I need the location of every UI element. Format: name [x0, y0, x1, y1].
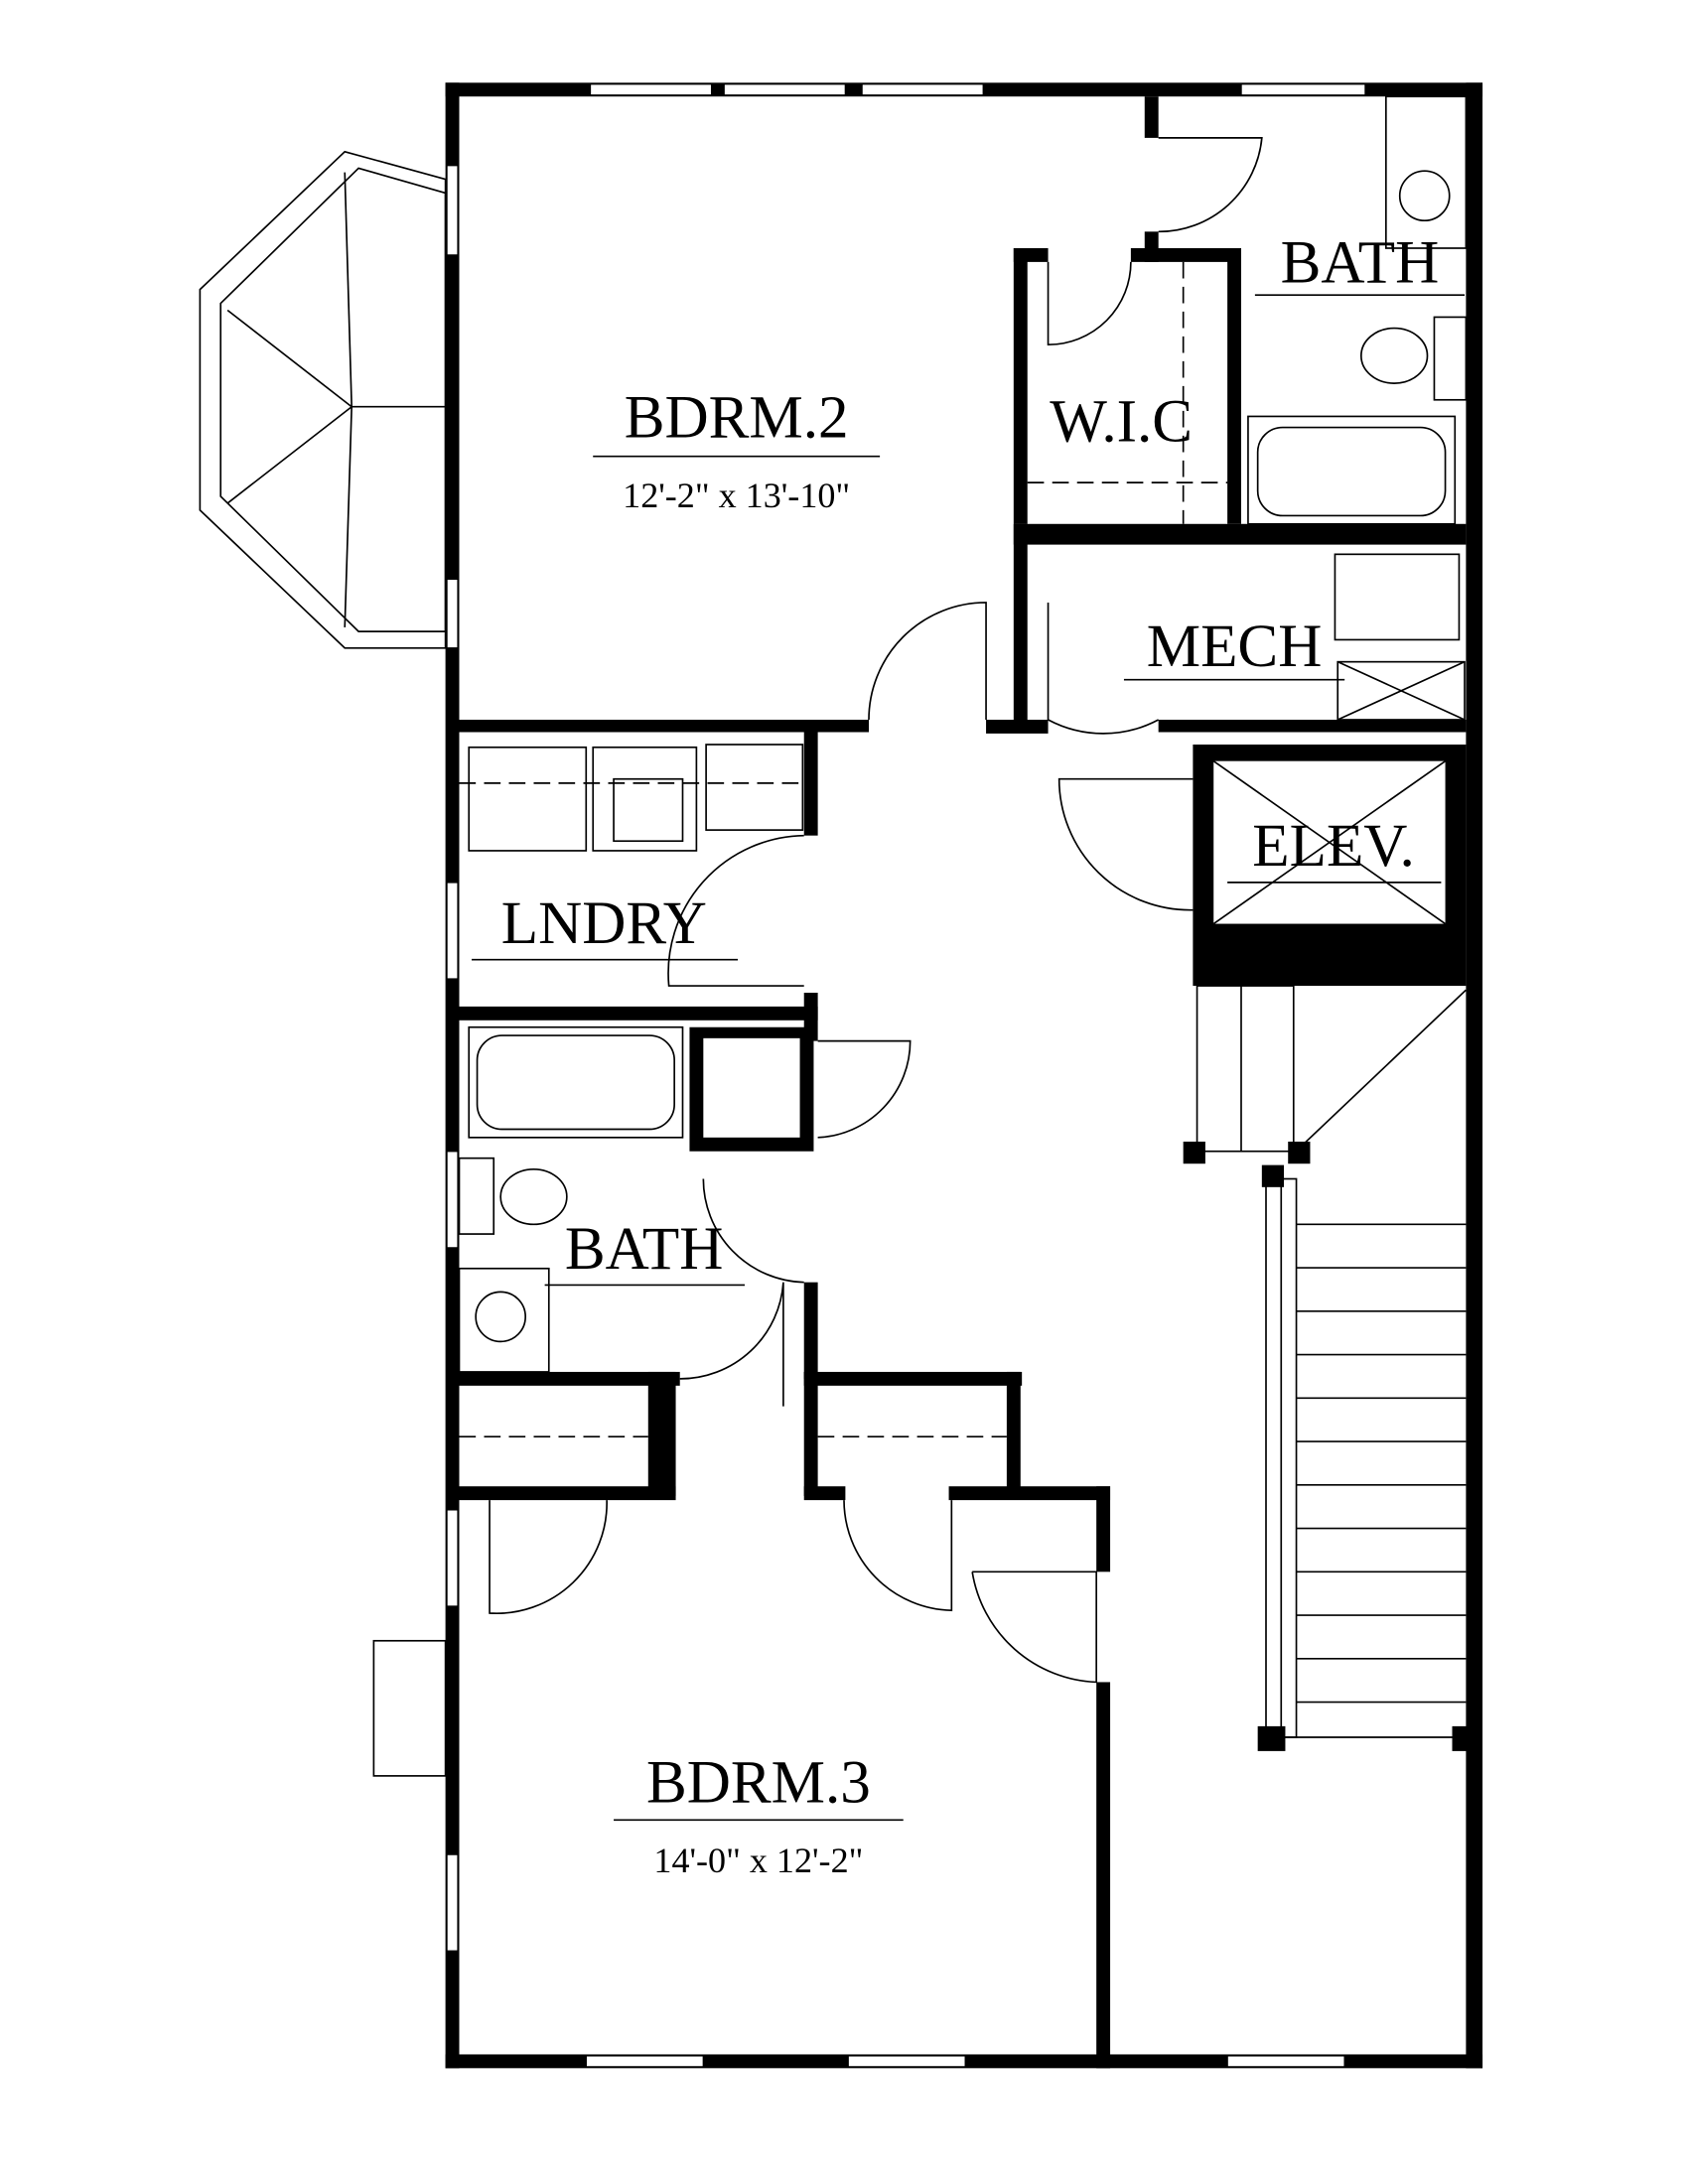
room-label-mech: MECH: [1147, 614, 1323, 680]
room-labels: BDRM.2 12'-2" x 13'-10" W.I.C BATH MECH …: [472, 230, 1465, 1880]
room-label-bath-upper: BATH: [1281, 230, 1440, 297]
staircase: [1183, 985, 1470, 1751]
room-label-elev: ELEV.: [1252, 813, 1415, 880]
room-label-bdrm3: BDRM.3: [646, 1749, 871, 1816]
exterior-walls: [445, 82, 1483, 2069]
chimney-box: [372, 1639, 447, 1777]
interior-walls: [459, 96, 1467, 2069]
room-label-bath-lower: BATH: [565, 1216, 724, 1283]
room-label-lndry: LNDRY: [501, 890, 707, 957]
room-size-bdrm2: 12'-2" x 13'-10": [623, 476, 850, 515]
bay-window: [199, 150, 447, 649]
room-label-wic: W.I.C: [1050, 388, 1193, 455]
room-label-bdrm2: BDRM.2: [625, 384, 849, 451]
windows: [446, 83, 1366, 2068]
fixtures: [458, 95, 1468, 1438]
doors: [489, 137, 1263, 1684]
room-size-bdrm3: 14'-0" x 12'-2": [653, 1841, 863, 1880]
